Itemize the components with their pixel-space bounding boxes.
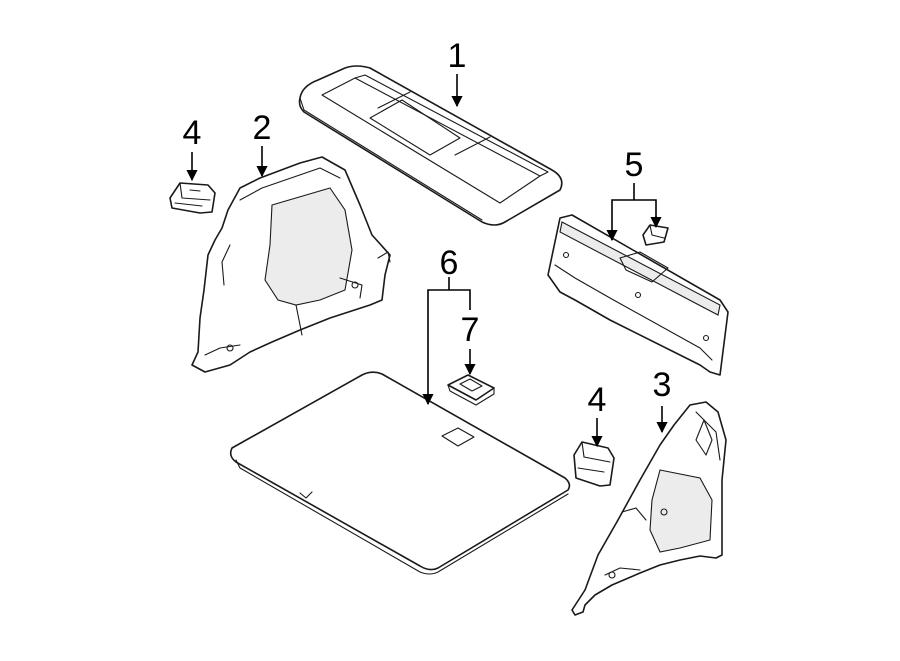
part-5-clip bbox=[642, 224, 669, 246]
callout-2: 2 bbox=[253, 109, 272, 147]
part-3-right-quarter-trim bbox=[571, 401, 727, 616]
part-2-left-quarter-trim bbox=[191, 156, 391, 373]
part-5-scuff-plate bbox=[547, 214, 729, 376]
callout-1: 1 bbox=[448, 37, 467, 75]
callout-7: 7 bbox=[461, 311, 480, 349]
part-4-clip-upper bbox=[169, 182, 216, 214]
callout-4-upper: 4 bbox=[183, 114, 202, 152]
part-6-load-floor bbox=[229, 371, 571, 575]
callout-6: 6 bbox=[440, 244, 459, 282]
callout-5: 5 bbox=[625, 146, 644, 184]
part-1-package-tray bbox=[298, 65, 563, 226]
callout-4-lower: 4 bbox=[588, 381, 607, 419]
callout-labels: 1 2 3 4 4 5 6 7 bbox=[183, 37, 672, 419]
leader-lines bbox=[186, 74, 668, 448]
part-4-clip-lower bbox=[573, 441, 615, 487]
callout-3: 3 bbox=[653, 366, 672, 404]
part-7-cap bbox=[447, 374, 495, 406]
